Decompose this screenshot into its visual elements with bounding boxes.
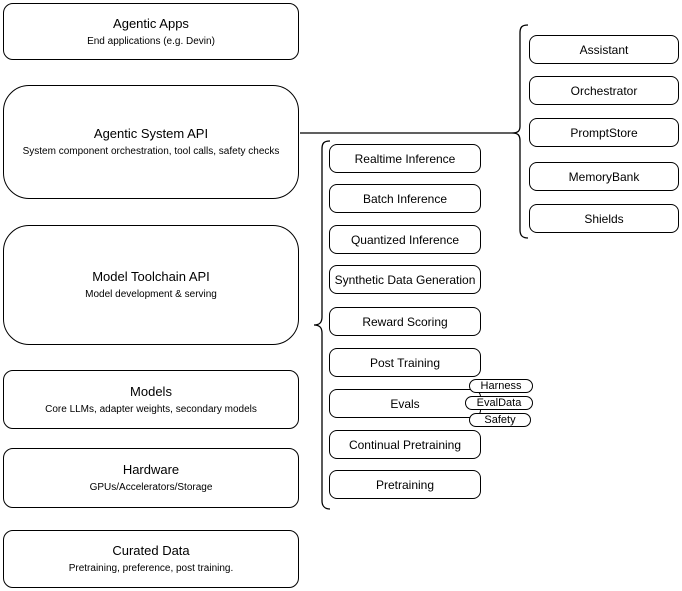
- box-label: Shields: [584, 211, 624, 226]
- box-label: Orchestrator: [570, 83, 638, 98]
- box-label: Post Training: [369, 355, 441, 370]
- box-post-training: Post Training: [329, 348, 481, 377]
- pill-evaldata: EvalData: [465, 396, 533, 410]
- pill-label: Safety: [484, 414, 516, 426]
- box-shields: Shields: [529, 204, 679, 233]
- box-curated-data: Curated Data Pretraining, preference, po…: [3, 530, 299, 588]
- box-label: Batch Inference: [362, 191, 448, 206]
- box-label: Quantized Inference: [350, 232, 460, 247]
- box-orchestrator: Orchestrator: [529, 76, 679, 105]
- box-title: Hardware: [122, 462, 180, 477]
- box-label: MemoryBank: [568, 169, 640, 184]
- pill-harness: Harness: [469, 379, 533, 393]
- box-label: PromptStore: [570, 125, 638, 140]
- box-memorybank: MemoryBank: [529, 162, 679, 191]
- box-pretraining: Pretraining: [329, 470, 481, 499]
- box-subtitle: Pretraining, preference, post training.: [68, 563, 234, 574]
- box-title: Model Toolchain API: [92, 269, 210, 284]
- box-title: Agentic System API: [93, 126, 209, 141]
- box-assistant: Assistant: [529, 35, 679, 64]
- box-quantized-inference: Quantized Inference: [329, 225, 481, 254]
- box-continual-pretraining: Continual Pretraining: [329, 430, 481, 459]
- box-subtitle: GPUs/Accelerators/Storage: [89, 482, 213, 493]
- box-label: Pretraining: [375, 477, 435, 492]
- box-subtitle: End applications (e.g. Devin): [87, 35, 215, 47]
- box-model-toolchain-api: Model Toolchain API Model development & …: [3, 225, 299, 345]
- pill-label: EvalData: [476, 397, 522, 409]
- box-label: Realtime Inference: [354, 151, 456, 166]
- box-agentic-system-api: Agentic System API System component orch…: [3, 85, 299, 199]
- box-label: Reward Scoring: [362, 314, 448, 329]
- pill-safety: Safety: [469, 413, 531, 427]
- box-synthetic-data-generation: Synthetic Data Generation: [329, 265, 481, 294]
- box-label: Assistant: [579, 42, 629, 57]
- box-realtime-inference: Realtime Inference: [329, 144, 481, 173]
- box-evals: Evals: [329, 389, 481, 418]
- toolchain-brace: [313, 140, 331, 510]
- box-subtitle: System component orchestration, tool cal…: [22, 146, 280, 157]
- box-title: Models: [130, 383, 172, 399]
- box-hardware: Hardware GPUs/Accelerators/Storage: [3, 448, 299, 508]
- box-label: Continual Pretraining: [348, 437, 462, 452]
- box-models: Models Core LLMs, adapter weights, secon…: [3, 370, 299, 429]
- box-batch-inference: Batch Inference: [329, 184, 481, 213]
- box-label: Synthetic Data Generation: [334, 272, 476, 287]
- box-reward-scoring: Reward Scoring: [329, 307, 481, 336]
- box-promptstore: PromptStore: [529, 118, 679, 147]
- box-title: Agentic Apps: [113, 15, 189, 31]
- box-agentic-apps: Agentic Apps End applications (e.g. Devi…: [3, 3, 299, 60]
- box-label: Evals: [390, 396, 420, 411]
- box-subtitle: Model development & serving: [85, 289, 217, 300]
- system-components-brace: [511, 24, 529, 239]
- pill-label: Harness: [480, 380, 522, 392]
- box-title: Curated Data: [112, 543, 190, 558]
- box-subtitle: Core LLMs, adapter weights, secondary mo…: [45, 403, 257, 415]
